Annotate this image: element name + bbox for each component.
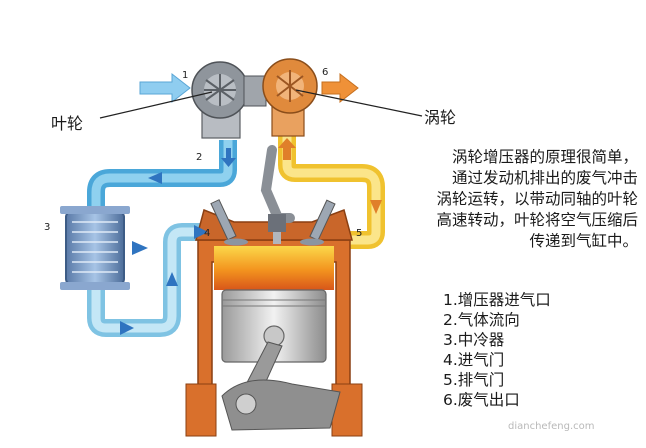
watermark: dianchefeng.com <box>508 421 595 432</box>
number-1: 1 <box>182 70 188 81</box>
legend-list: 1.增压器进气口 2.气体流向 3.中冷器 4.进气门 5.排气门 6.废气出口 <box>443 290 551 410</box>
turbine-label: 涡轮 <box>424 108 457 127</box>
impeller-label: 叶轮 <box>51 114 84 133</box>
legend-item: 4.进气门 <box>443 351 505 369</box>
description-line: 高速转动，叶轮将空气压缩后 <box>436 211 638 229</box>
connecting-rod <box>221 341 341 431</box>
legend-item: 1.增压器进气口 <box>443 291 551 309</box>
legend-item: 2.气体流向 <box>443 311 520 329</box>
legend-item: 5.排气门 <box>443 371 505 389</box>
exhaust-flow-arrows <box>278 138 382 214</box>
intake-pipe <box>87 140 237 337</box>
description-line: 涡轮增压器的原理很简单， <box>451 148 638 166</box>
combustion-chamber <box>214 246 334 290</box>
intake-valve <box>210 199 248 246</box>
number-4: 4 <box>204 228 210 239</box>
description-line: 涡轮运转，以带动同轴的叶轮 <box>436 190 638 208</box>
outlet-arrow <box>321 72 359 104</box>
impeller-leader-line <box>99 91 213 119</box>
spark-plug <box>260 145 295 244</box>
number-6: 6 <box>322 67 328 78</box>
intake-flow-arrows <box>120 148 236 335</box>
legend-item: 3.中冷器 <box>443 331 505 349</box>
legend-item: 6.废气出口 <box>443 391 520 409</box>
turbocharger <box>191 58 318 139</box>
description-line: 传递到气缸中。 <box>529 232 638 250</box>
description-line: 通过发动机排出的废气冲击 <box>451 169 638 187</box>
exhaust-pipe <box>278 135 385 249</box>
number-5: 5 <box>356 228 362 239</box>
number-3: 3 <box>44 222 50 233</box>
turbine-leader-line <box>295 89 423 117</box>
inlet-arrow <box>139 72 191 104</box>
number-2: 2 <box>196 152 202 163</box>
exhaust-valve <box>300 199 336 246</box>
intercooler <box>60 206 130 290</box>
description-text: 涡轮增压器的原理很简单， 通过发动机排出的废气冲击 涡轮运转，以带动同轴的叶轮 … <box>398 147 638 252</box>
